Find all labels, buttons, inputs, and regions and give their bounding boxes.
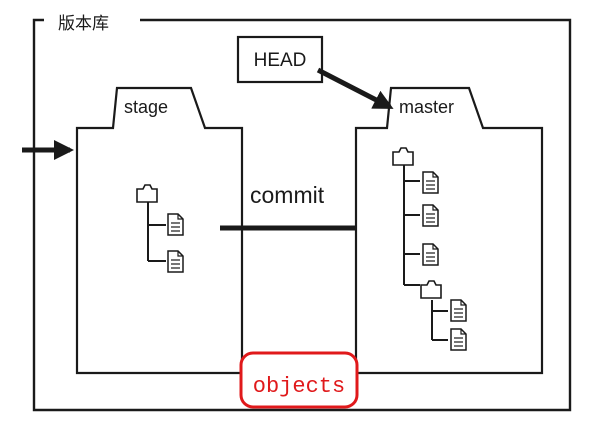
stage-folder xyxy=(75,86,244,375)
stage-label: stage xyxy=(124,97,168,117)
file-icon xyxy=(422,171,439,194)
file-icon xyxy=(167,213,184,236)
master-label: master xyxy=(399,97,454,117)
head-arrow xyxy=(316,67,394,110)
stage-tree xyxy=(136,184,184,273)
head-label: HEAD xyxy=(254,50,307,71)
master-tree xyxy=(392,147,467,351)
commit-label: commit xyxy=(250,182,325,208)
file-icon xyxy=(450,299,467,322)
file-icon xyxy=(422,204,439,227)
objects-label: objects xyxy=(253,374,345,399)
file-icon xyxy=(422,243,439,266)
file-icon xyxy=(167,250,184,273)
repository-title: 版本库 xyxy=(58,14,109,33)
repository-frame xyxy=(32,18,572,412)
objects-badge xyxy=(239,351,359,409)
file-icon xyxy=(450,328,467,351)
head-box xyxy=(236,35,324,84)
master-folder xyxy=(354,86,544,375)
